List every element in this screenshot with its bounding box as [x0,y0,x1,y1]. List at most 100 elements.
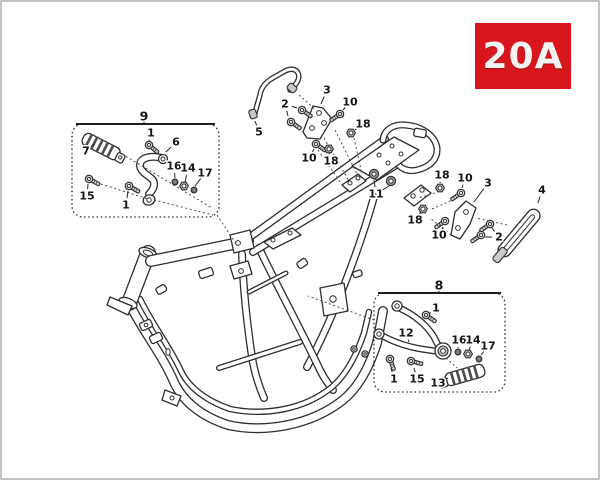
part-7-footpeg [81,132,126,164]
part-13-footpeg [438,363,486,389]
washer [454,348,462,356]
nut [346,128,356,138]
washer [190,186,198,194]
callout-7: 7 [82,145,90,158]
callout-10: 10 [342,96,358,109]
callout-2: 2 [281,98,289,111]
bolt [448,187,467,204]
callout-leader [342,106,346,111]
callout-leader [407,339,410,343]
box-label-9: 9 [140,109,149,124]
callout-leader [428,312,432,315]
callout-10: 10 [431,229,447,242]
assembly-dotted-lines [100,94,508,369]
frame-tab [296,257,309,270]
callout-leader [418,211,422,215]
callout-leader [461,184,464,189]
box-label-8: 8 [435,278,444,293]
callout-leader [320,96,325,105]
part-3-right-bracket [450,200,477,240]
callout-leader [390,367,393,373]
callout-15: 15 [409,373,424,386]
callout-1: 1 [432,302,440,315]
washer [171,178,179,186]
callout-leader [184,174,188,183]
callout-1: 1 [122,199,130,212]
grommet [368,168,380,180]
callout-leader [286,110,289,117]
callout-1: 1 [147,127,155,140]
callout-10: 10 [457,172,473,185]
callout-leader [480,351,485,356]
exploded-parts [81,66,541,389]
callout-13: 13 [430,377,445,390]
callout-leader [373,179,376,188]
callout-leader [165,146,172,153]
callout-10: 10 [301,152,317,165]
callout-17: 17 [197,167,212,180]
callout-leader [194,178,202,187]
callout-18: 18 [434,169,449,182]
callout-leader [468,346,471,351]
frame-tab [352,269,363,279]
washer [475,355,483,363]
callout-4: 4 [538,184,546,197]
callout-18: 18 [355,118,370,131]
callout-leader [126,190,129,199]
page-code-badge: 20A [475,23,571,89]
junction-gusset [229,229,255,254]
right-bracket-mount-plate [403,184,432,207]
bolt [405,355,425,369]
callout-1: 1 [390,373,398,386]
callout-leader [441,226,444,229]
part-6-footrest-bracket [136,152,169,206]
callout-leader [291,105,298,109]
engine-mount-tab [197,266,215,280]
callout-leader [413,367,416,373]
callout-leader [537,196,541,204]
nut [463,349,473,359]
part-4-footrest-bar [492,208,541,264]
callout-2: 2 [495,231,503,244]
engine-mount-tab [155,283,168,295]
motorcycle-frame-drawing [106,121,441,434]
callout-14: 14 [180,162,196,175]
bolt [468,229,487,246]
callout-18: 18 [407,214,422,227]
callout-leader [381,185,390,191]
callout-16: 16 [451,334,467,347]
assembly-box-8 [373,292,506,393]
callout-leader [473,188,485,203]
down-tube-tab [148,331,164,345]
callout-leader [354,127,358,131]
callout-leader [444,377,449,381]
callout-15: 15 [79,190,94,203]
callout-12: 12 [398,327,413,340]
callout-leader [254,120,258,126]
nut [435,183,445,193]
callout-16: 16 [166,160,182,173]
assembly-box-9 [71,123,220,218]
callout-3: 3 [484,177,492,190]
loop-cross-tab [413,127,427,139]
bolt [285,116,304,133]
seat-plate [351,136,420,181]
part-3-left-bracket [302,105,333,140]
callout-14: 14 [465,334,481,347]
callout-17: 17 [480,340,495,353]
bolt [123,180,142,196]
grommet [385,175,397,187]
steering-stem-base [106,296,133,316]
callout-3: 3 [323,84,331,97]
callout-leader [311,148,315,153]
bolt [83,173,102,189]
callout-18: 18 [323,155,338,168]
nut [179,181,189,191]
callout-5: 5 [255,126,263,139]
nut [418,204,428,214]
callout-leader [491,227,496,232]
callout-11: 11 [368,188,383,201]
